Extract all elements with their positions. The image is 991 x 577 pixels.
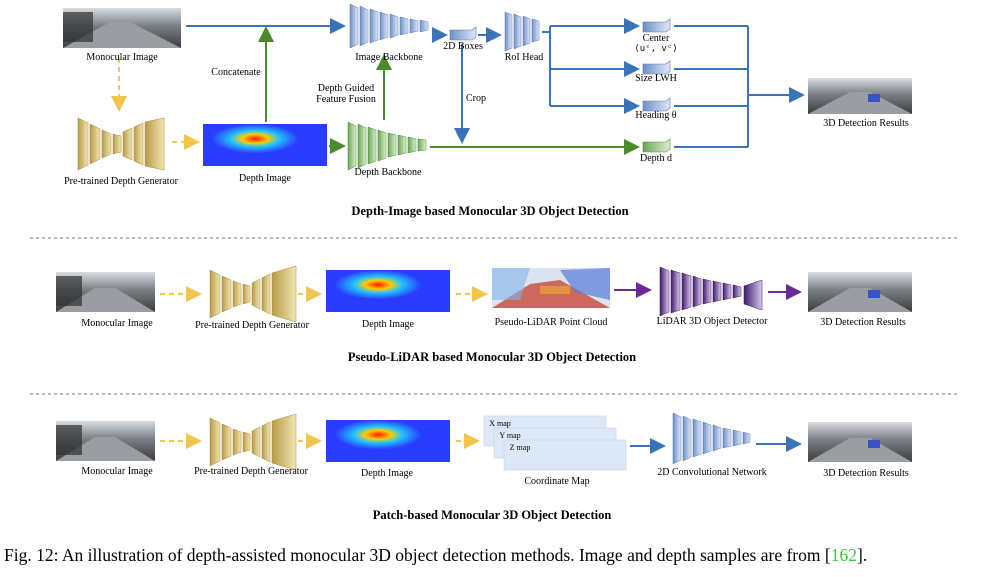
monocular-image-thumbnail	[56, 272, 155, 312]
conv-network-label: 2D Convolutional Network	[657, 467, 767, 478]
image-backbone-block	[349, 3, 429, 49]
depth-generator-block	[77, 117, 165, 171]
depth-generator-block	[209, 265, 297, 323]
roi-head-label: RoI Head	[504, 52, 544, 63]
lidar-detector-label: LiDAR 3D Object Detector	[656, 316, 768, 327]
section3-title: Patch-based Monocular 3D Object Detectio…	[372, 508, 612, 522]
section1-title: Depth-Image based Monocular 3D Object De…	[351, 204, 629, 218]
monocular-image-label: Monocular Image	[86, 52, 158, 63]
monocular-image-thumbnail	[56, 421, 155, 461]
depth-output-block	[642, 138, 671, 153]
z-map-label: Z map	[509, 443, 531, 452]
depth-backbone-label: Depth Backbone	[354, 167, 422, 178]
figure-caption: Fig. 12: An illustration of depth-assist…	[4, 545, 867, 566]
center-symbol: (uᶜ, vᶜ)	[634, 44, 678, 54]
depth-backbone-block	[347, 121, 427, 171]
size-label: Size LWH	[635, 73, 677, 84]
size-output-block	[642, 60, 671, 75]
detection-results-thumbnail	[808, 78, 912, 114]
section2-title: Pseudo-LiDAR based Monocular 3D Object D…	[347, 350, 637, 364]
y-map-label: Y map	[499, 431, 521, 440]
branch-connectors	[542, 18, 640, 114]
results-label: 3D Detection Results	[823, 468, 909, 479]
x-map-label: X map	[489, 419, 511, 428]
heading-output-block	[642, 97, 671, 112]
image-backbone-label: Image Backbone	[355, 52, 423, 63]
depth-image-thumbnail	[203, 124, 327, 166]
depth-generator-label: Pre-trained Depth Generator	[64, 176, 178, 187]
depth-image-thumbnail	[326, 420, 450, 462]
heading-label: Heading θ	[635, 110, 677, 121]
caption-reference-link[interactable]: 162	[830, 545, 857, 565]
center-output-block	[642, 18, 671, 33]
monocular-image-label: Monocular Image	[81, 318, 153, 329]
detection-results-thumbnail	[808, 422, 912, 462]
result-connectors	[674, 25, 805, 148]
crop-label: Crop	[466, 93, 486, 104]
caption-text: Fig. 12: An illustration of depth-assist…	[4, 545, 831, 565]
depth-image-thumbnail	[326, 270, 450, 312]
detection-results-thumbnail	[808, 272, 912, 312]
boxes-2d-label: 2D Boxes	[443, 41, 483, 52]
depth-generator-block	[209, 413, 297, 471]
roi-head-block	[504, 11, 540, 52]
lidar-detector-block	[659, 266, 763, 317]
coordinate-map-stack	[483, 415, 627, 471]
depth-d-label: Depth d	[640, 153, 672, 164]
point-cloud-label: Pseudo-LiDAR Point Cloud	[494, 317, 608, 328]
coordinate-map-label: Coordinate Map	[524, 476, 590, 487]
depth-generator-label: Pre-trained Depth Generator	[194, 466, 308, 477]
depth-image-label: Depth Image	[239, 173, 291, 184]
monocular-image-thumbnail	[63, 8, 181, 48]
results-label: 3D Detection Results	[820, 317, 906, 328]
feature-fusion-label: Feature Fusion	[316, 94, 376, 105]
conv-network-block	[672, 412, 751, 465]
concatenate-label: Concatenate	[211, 67, 261, 78]
monocular-image-label: Monocular Image	[81, 466, 153, 477]
depth-image-label: Depth Image	[362, 319, 414, 330]
boxes-2d-block	[449, 26, 477, 41]
center-label: Center	[642, 33, 670, 44]
depth-guided-label: Depth Guided	[317, 83, 375, 94]
point-cloud-thumbnail	[492, 268, 610, 308]
results-label: 3D Detection Results	[823, 118, 909, 129]
caption-end: ].	[856, 545, 868, 565]
depth-generator-label: Pre-trained Depth Generator	[195, 320, 309, 331]
depth-image-label: Depth Image	[361, 468, 413, 479]
